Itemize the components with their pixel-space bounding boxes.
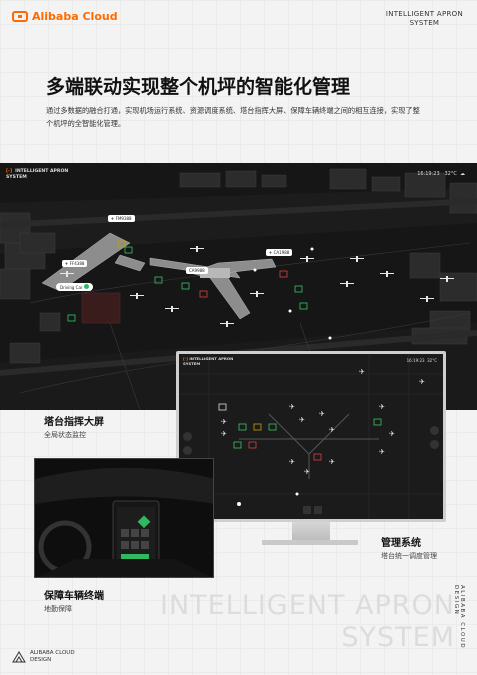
side-button[interactable] [430,440,439,449]
monitor-base [262,540,358,545]
vehicle-terminal [34,458,214,578]
hero-time: 16:19:23 [417,171,440,177]
flight-tag[interactable]: CA9988 [186,267,208,274]
zoom-in-button[interactable] [183,432,192,441]
alibaba-design-icon [12,650,26,662]
mgmt-section-sub: 塔台统一调度管理 [381,552,437,560]
plane-icon: ✈ [111,216,115,221]
flight-tag[interactable]: ✈ FM9388 [108,215,135,222]
hero-status: 16:19:23 32°C ☁ [417,171,465,177]
svg-text:✈: ✈ [379,448,385,456]
hero-logo-icon: [-] [6,169,13,174]
svg-text:✈: ✈ [304,468,310,476]
vertical-brand-text: ALIBABA CLOUD DESIGN [453,585,465,650]
svg-text:✈: ✈ [389,430,395,438]
flight-tag[interactable]: ✈ CA1988 [266,249,293,256]
hero-title-line1: INTELLIGENT APRON [15,169,69,174]
car-interior [35,459,213,577]
plane-icon: ✈ [269,250,273,255]
brand-name: Alibaba Cloud [32,10,118,23]
monitor-apron-map: ✈ ✈ ✈ ✈ ✈ ✈ ✈ ✈ ✈ ✈ ✈ ✈ ✈ ✈ [179,354,443,519]
svg-text:✈: ✈ [221,430,227,438]
svg-text:✈: ✈ [319,410,325,418]
footer-line2: DESIGN [30,656,52,663]
car-icon [83,284,89,289]
map-toggle-button[interactable] [314,506,322,514]
mgmt-section-title: 管理系统 [381,538,421,549]
monitor-stand [292,522,330,540]
svg-text:✈: ✈ [359,368,365,376]
monitor-header-title: [-] INTELLIGENT APRON SYSTEM [183,356,234,366]
svg-text:✈: ✈ [329,426,335,434]
side-button[interactable] [430,426,439,435]
svg-text:✈: ✈ [289,458,295,466]
monitor-status: 16:19:23 32°C [406,358,437,363]
footer-line1: ALIBABA CLOUD [30,650,75,656]
svg-text:✈: ✈ [419,378,425,386]
hero-temp: 32°C [444,171,457,177]
svg-text:✈: ✈ [289,403,295,411]
hero-title-line2: SYSTEM [6,174,27,180]
vehicle-tag[interactable]: Driving Car [56,283,93,291]
weather-icon: ☁ [460,171,465,177]
management-monitor: ✈ ✈ ✈ ✈ ✈ ✈ ✈ ✈ ✈ ✈ ✈ ✈ ✈ ✈ [-] INTELLIGENT APRON… [176,351,446,522]
hero-header-title: [-]INTELLIGENT APRON SYSTEM [6,169,68,180]
page-title: 多端联动实现整个机坪的智能化管理 [46,76,351,98]
svg-text:✈: ✈ [299,416,305,424]
tower-screen-hero: [-]INTELLIGENT APRON SYSTEM 16:19:23 32°… [0,163,477,410]
system-tag-line2: SYSTEM [409,19,440,27]
vehicle-section-title: 保障车辆终端 [44,591,104,602]
page-description: 通过多数据的融合打通，实现机场运行系统、资源调度系统、塔台指挥大屏、保障车辆终端… [46,106,420,128]
watermark-text: INTELLIGENT APRON SYSTEM [160,590,455,653]
alibaba-logo-icon [12,11,28,22]
tower-section-title: 塔台指挥大屏 [44,417,104,428]
zoom-out-button[interactable] [183,446,192,455]
svg-text:✈: ✈ [329,458,335,466]
system-tag-line1: INTELLIGENT APRON [385,10,463,18]
alibaba-cloud-logo[interactable]: Alibaba Cloud [12,10,118,23]
tower-section-sub: 全局状态监控 [44,431,86,439]
plane-icon: ✈ [65,261,69,266]
svg-text:✈: ✈ [379,403,385,411]
flight-tag[interactable]: ✈ FF4388 [62,260,88,267]
footer-logo[interactable]: ALIBABA CLOUD DESIGN [12,650,75,663]
svg-text:✈: ✈ [221,418,227,426]
system-tag: INTELLIGENT APRON SYSTEM [386,10,463,28]
vehicle-section-sub: 地勤保障 [44,605,72,613]
map-toggle-button[interactable] [303,506,311,514]
monitor-screen: ✈ ✈ ✈ ✈ ✈ ✈ ✈ ✈ ✈ ✈ ✈ ✈ ✈ ✈ [-] INTELLIGENT APRON… [179,354,443,519]
